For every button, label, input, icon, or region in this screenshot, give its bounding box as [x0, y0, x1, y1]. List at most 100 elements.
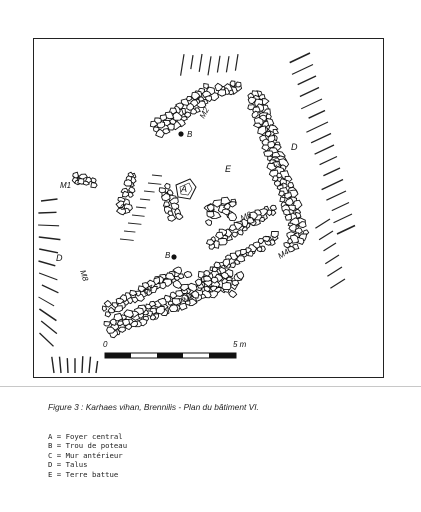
- hachure-stroke: [190, 55, 194, 70]
- hachure-stroke: [40, 320, 58, 335]
- stone: [266, 162, 278, 171]
- hachure-stroke: [324, 254, 340, 265]
- legend-key: A: [48, 432, 53, 441]
- stone: [183, 271, 193, 279]
- hachure-stroke: [38, 272, 58, 281]
- hachure-stroke: [139, 198, 151, 201]
- hachure-stroke: [330, 278, 346, 289]
- hachure-stroke: [38, 211, 57, 214]
- hachure-stroke: [51, 356, 55, 374]
- stone: [207, 203, 215, 212]
- stone: [213, 261, 222, 269]
- hachure-stroke: [314, 144, 335, 155]
- stone: [115, 297, 125, 305]
- stone: [211, 266, 219, 273]
- hachure-stroke: [66, 358, 69, 374]
- hachure-stroke: [323, 167, 341, 177]
- stone: [117, 326, 127, 333]
- stone: [149, 120, 159, 128]
- stone: [167, 300, 174, 306]
- separator-line: [0, 386, 421, 387]
- stone: [104, 311, 112, 318]
- stone: [245, 247, 253, 254]
- stone: [154, 117, 162, 124]
- stone: [257, 125, 267, 136]
- plan-frame: M1 M2 M3 M4 M5 M6 M7 M8 A B B C D D E 0 …: [33, 38, 384, 378]
- scale-bar: 0 5 m: [103, 340, 247, 359]
- stone: [229, 262, 236, 269]
- hachure-stroke: [123, 230, 136, 233]
- hachure-stroke: [198, 53, 203, 72]
- hachure-stroke: [306, 121, 329, 133]
- stone: [247, 96, 257, 105]
- stone: [231, 279, 240, 287]
- hachure-stroke: [39, 248, 59, 254]
- stone: [217, 89, 227, 97]
- legend-row: E = Terre battue: [48, 470, 127, 479]
- stone: [261, 236, 271, 243]
- stone: [123, 179, 133, 187]
- hachure-stroke: [321, 178, 344, 191]
- hachure-stroke: [95, 360, 99, 374]
- stone: [221, 208, 231, 216]
- legend-text: Foyer central: [65, 432, 123, 441]
- stone: [272, 128, 280, 135]
- stone: [185, 95, 193, 102]
- stone: [278, 190, 285, 197]
- stone: [174, 290, 185, 297]
- legend-key: C: [48, 450, 53, 460]
- legend-row: C = Mur antérieur: [48, 451, 127, 460]
- stone: [83, 180, 91, 186]
- stone: [153, 125, 160, 133]
- stone: [264, 130, 272, 138]
- scale-start-label: 0: [103, 340, 108, 349]
- hachure-stroke: [151, 174, 163, 177]
- stone: [205, 239, 215, 246]
- stone: [101, 305, 108, 312]
- hachure-stroke: [216, 55, 221, 73]
- stone: [270, 231, 279, 239]
- hachure-stroke: [319, 155, 338, 166]
- posthole-south: [171, 254, 177, 260]
- legend-separator: =: [52, 460, 66, 470]
- label-b-north: B: [187, 130, 193, 139]
- stone: [121, 318, 131, 326]
- hachure-stroke: [327, 266, 343, 277]
- stone: [247, 104, 256, 111]
- hachure-stroke: [234, 54, 239, 71]
- stone: [129, 289, 138, 297]
- legend-text: Mur antérieur: [65, 450, 123, 460]
- stone: [205, 219, 213, 226]
- hachure-stroke: [131, 214, 145, 217]
- stone: [159, 114, 168, 121]
- label-d-east: D: [291, 142, 298, 152]
- stone: [103, 321, 111, 327]
- stone: [111, 302, 119, 309]
- figure-caption: Figure 3 : Karhaes vihan, Brennilis - Pl…: [48, 402, 259, 412]
- stone: [209, 285, 218, 292]
- legend-row: B = Trou de poteau: [48, 441, 127, 450]
- stone: [252, 122, 263, 129]
- stone: [228, 224, 237, 232]
- stone: [160, 192, 171, 202]
- hachure-stroke: [38, 296, 55, 307]
- stone: [227, 212, 238, 222]
- stone: [287, 237, 294, 244]
- hearth-outline: [175, 178, 197, 200]
- stone: [258, 216, 266, 223]
- hachure-stroke: [308, 109, 326, 119]
- hachure-stroke: [41, 284, 59, 294]
- stone: [288, 223, 297, 232]
- stone: [287, 246, 295, 253]
- hachure-stroke: [38, 236, 61, 241]
- stone: [181, 294, 189, 302]
- legend-separator: =: [52, 441, 66, 451]
- hachure-stroke: [81, 356, 84, 374]
- stone: [191, 290, 200, 299]
- stone: [216, 237, 228, 246]
- hachure-stroke: [331, 202, 350, 212]
- hachure-stroke: [323, 242, 337, 252]
- scale-end-label: 5 m: [233, 340, 247, 349]
- stone: [103, 299, 113, 308]
- stone: [241, 226, 248, 232]
